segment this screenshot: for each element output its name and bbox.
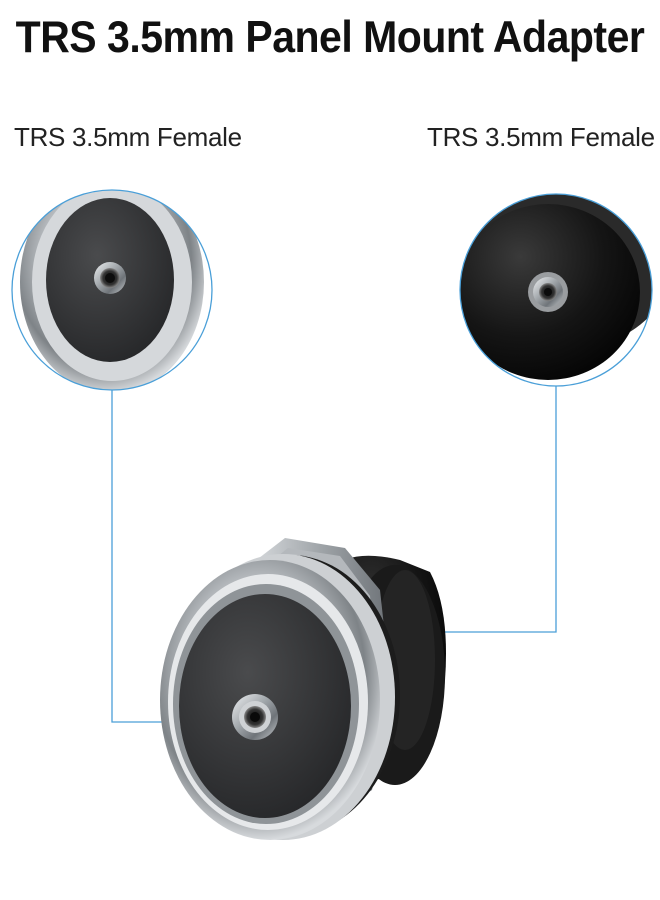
right-callout-line (440, 386, 557, 633)
rear-zoom-circle (459, 193, 653, 387)
front-zoom-circle (11, 189, 213, 391)
front-callout-label: TRS 3.5mm Female (14, 122, 242, 152)
rear-callout-label: TRS 3.5mm Female (427, 122, 655, 152)
page-title: TRS 3.5mm Panel Mount Adapter (15, 12, 645, 62)
connector-body (160, 538, 446, 840)
